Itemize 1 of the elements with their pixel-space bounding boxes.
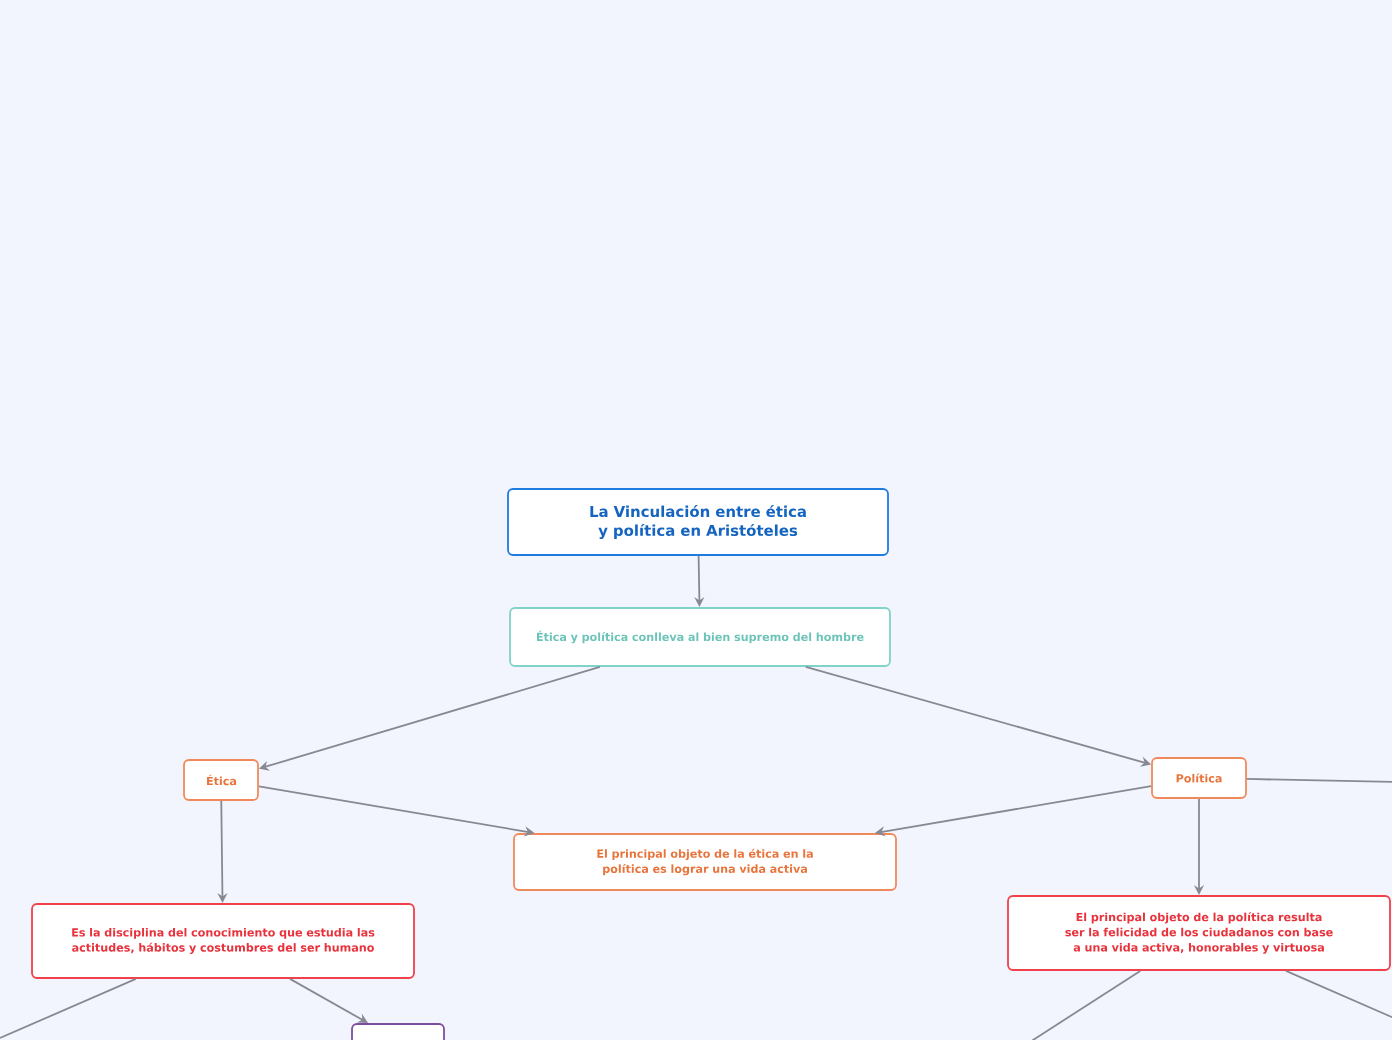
- empty-box: [351, 1023, 445, 1040]
